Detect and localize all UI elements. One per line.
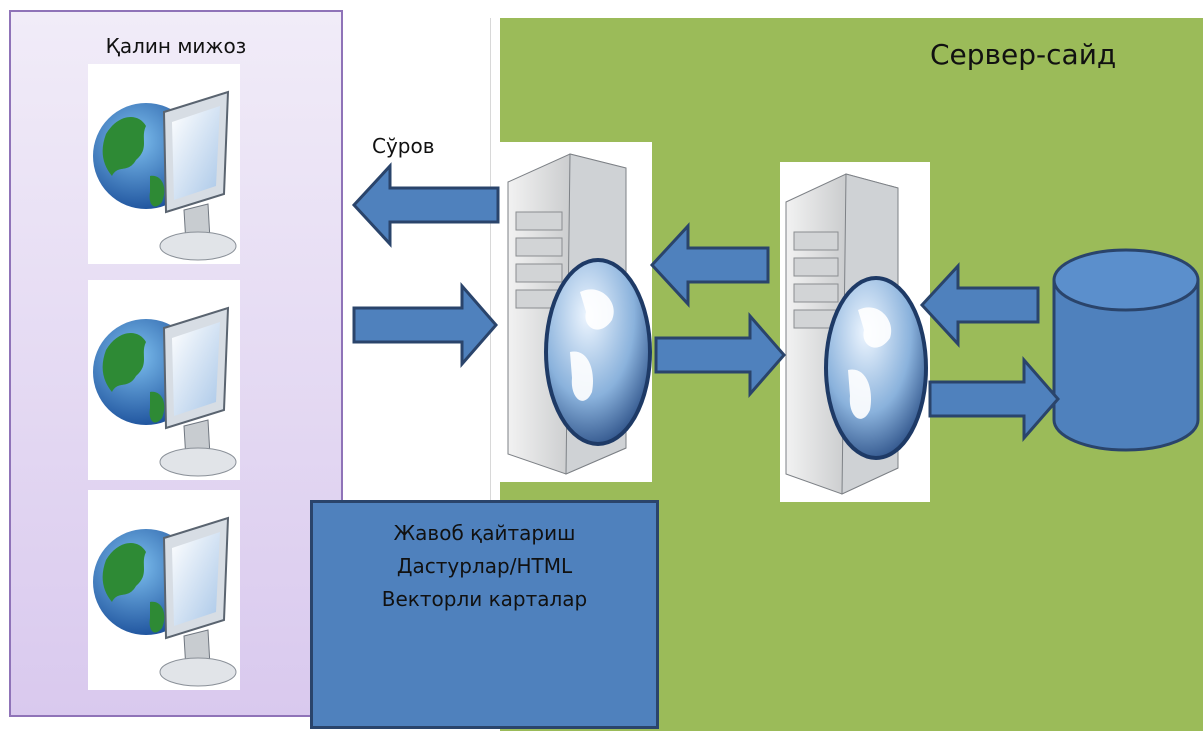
web-server-2 (780, 162, 930, 502)
response-line-2: Дастурлар/HTML (396, 554, 573, 578)
response-box: Жавоб қайтариш Дастурлар/HTML Векторли к… (310, 500, 659, 729)
arrow-server2-to-server1 (649, 222, 770, 308)
arrow-to-client (351, 162, 500, 248)
globe-monitor-icon (93, 516, 237, 687)
response-line-3: Векторли карталар (381, 587, 588, 611)
server-panel-title: Сервер-сайд (930, 38, 1117, 71)
client-panel-title: Қалин мижоз (105, 34, 247, 58)
globe-monitor-icon (93, 306, 237, 477)
server-globe-icon (507, 153, 652, 475)
response-line-1: Жавоб қайтариш (393, 521, 576, 545)
request-label: Сўров (372, 134, 435, 158)
arrow-db-to-server2 (919, 262, 1040, 348)
web-server-1 (500, 142, 652, 482)
database-cylinder-icon (1052, 248, 1200, 452)
divider-line (490, 18, 491, 718)
globe-monitor-icon (93, 90, 237, 261)
arrow-server2-to-db (928, 356, 1060, 442)
server-globe-icon (785, 173, 928, 495)
arrow-server1-to-server2 (654, 312, 786, 398)
client-computer-2 (88, 280, 240, 480)
arrow-to-server (352, 282, 498, 368)
client-computer-3 (88, 490, 240, 690)
client-computer-1 (88, 64, 240, 264)
